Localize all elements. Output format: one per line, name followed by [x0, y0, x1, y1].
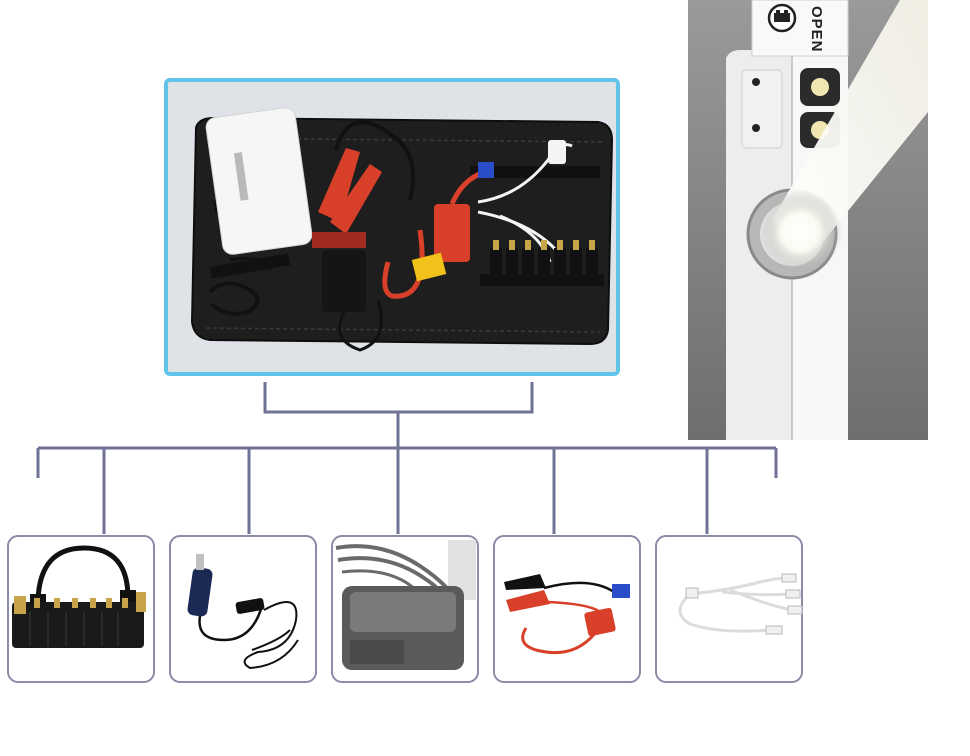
power-bank [205, 107, 313, 255]
accessory-card-usb-cable [655, 535, 803, 683]
jump-clamps [312, 120, 416, 248]
flashlight-photo: OPEN [688, 0, 928, 440]
laptop-connector-tips-icon [12, 545, 146, 648]
connector-tree [36, 382, 778, 534]
ac-wall-adapter-icon [335, 540, 476, 670]
port-hole [752, 124, 760, 132]
car-charger-cable-icon [187, 554, 299, 670]
accessory-card-jumper-clamps [493, 535, 641, 683]
accessory-card-laptop-tips [7, 535, 155, 683]
jumper-clamp-cable-icon [504, 574, 630, 655]
laptop-tips-in-case [490, 240, 598, 284]
bracket-connector [263, 382, 534, 414]
accessory-card-car-charger [169, 535, 317, 683]
wall-charger-in-case [322, 250, 366, 312]
port-hole [752, 78, 760, 86]
main-kit-photo [164, 78, 620, 376]
flashlight-open-label: OPEN [808, 6, 825, 53]
multi-usb-cable-icon [678, 573, 803, 635]
accessory-card-wall-adapter [331, 535, 479, 683]
light-beam [772, 0, 928, 248]
